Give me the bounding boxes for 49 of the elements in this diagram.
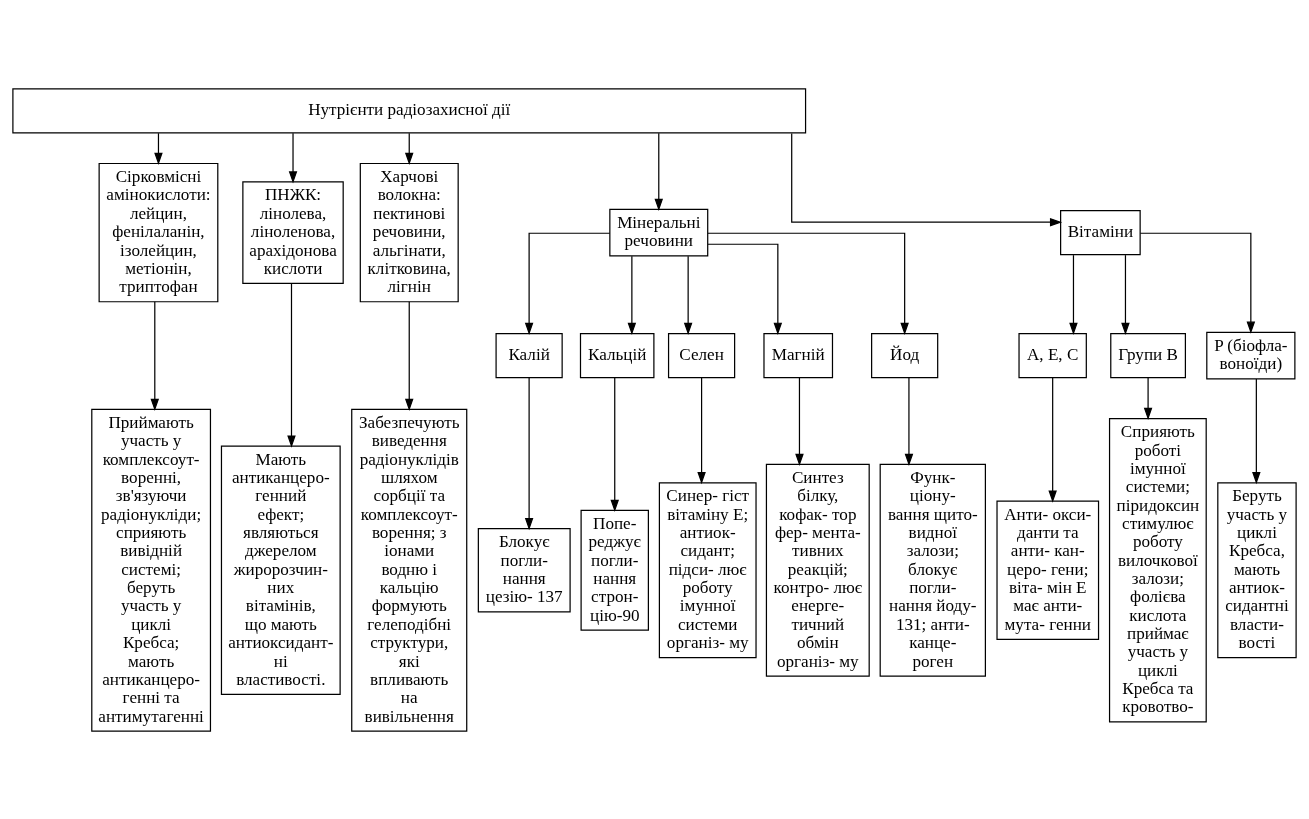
node-box: Функ- ціону- вання щито- видної залози; блокує погли- нання йоду- 131; анти- канце- роген xyxy=(879,463,986,677)
arrow xyxy=(1069,254,1078,335)
node-box: Анти- окси- данти та анти- кан- церо- гени; віта- мін Е має анти- мута- генни xyxy=(996,500,1100,640)
node-box: Приймають участь у комплексоут- воренні, зв'язуючи радіонукліди; сприяють вивідній системі; беруть участь у циклі Кребса; мають антиканцеро- генні та антимутагенні xyxy=(91,408,212,732)
node-box: Забезпечують виведення радіонуклідів шляхом сорбції та комплексоут- ворення; з іонами водню і кальцію формують гелеподібні структури, які впливають на вивільнення xyxy=(351,408,468,732)
arrow xyxy=(1121,254,1130,335)
node-box: ПНЖК: лінолева, ліноленова, арахідонова кислоти xyxy=(242,180,344,284)
arrow xyxy=(1143,376,1153,420)
arrow xyxy=(697,376,706,484)
node-box: Синтез білку, кофак- тор фер- мента- тивних реакцій; контро- лює енерге- тичний обмін організ- му xyxy=(765,463,870,677)
node-box: Сприяють роботі імунної системи; піридоксин стимулює роботу вилочкової залози; фолієва кислота приймає участь у циклі Кребса та кровотво- xyxy=(1108,417,1207,723)
node-box: Йод xyxy=(871,332,939,378)
node-box: Кальцій xyxy=(579,332,655,378)
arrow xyxy=(150,300,160,411)
node-box: Мають антиканцеро- генний ефект; являються джерелом жиророзчин- них вітамінів, що мають антиоксидант- ні властивості. xyxy=(220,444,341,695)
arrow xyxy=(707,232,909,335)
node-box: Блокує погли- нання цезію- 137 xyxy=(477,527,571,612)
arrow xyxy=(154,132,163,165)
arrow xyxy=(791,132,1063,226)
arrow xyxy=(707,243,783,335)
arrow xyxy=(524,232,611,335)
arrow xyxy=(287,282,296,448)
arrow xyxy=(404,300,414,411)
arrow xyxy=(683,255,693,335)
node-box: Синер- гіст вітаміну Е; антиок- сидант; підси- лює роботу імунної системи організ- му xyxy=(658,481,757,658)
arrow xyxy=(627,255,637,335)
node-box: Нутрієнти радіозахисної дії xyxy=(12,87,807,134)
node-box: Харчові волокна: пектинові речовини, альгінати, клітковина, лігнін xyxy=(359,162,459,302)
arrow xyxy=(654,132,664,211)
node-box: Калій xyxy=(495,332,563,378)
node-box: Мінеральні речовини xyxy=(609,208,709,256)
arrow xyxy=(288,132,298,183)
arrow xyxy=(1252,377,1261,484)
node-box: Сірковмісні амінокислоти: лейцин, фенілаланін, ізолейцин, метіонін, триптофан xyxy=(98,162,219,302)
arrow xyxy=(1139,232,1256,334)
node-box: Попе- реджує погли- нання строн- цію-90 xyxy=(580,509,649,631)
arrow xyxy=(904,376,914,466)
node-box: A, E, C xyxy=(1018,332,1087,378)
arrow xyxy=(404,132,414,165)
node-box: Беруть участь у циклі Кребса, мають антиок- сидантні власти- вості xyxy=(1217,481,1297,658)
arrow xyxy=(524,376,534,530)
arrow xyxy=(795,376,804,466)
node-box: Магній xyxy=(763,332,834,378)
arrow xyxy=(1048,376,1057,503)
arrow xyxy=(610,376,620,512)
node-box: Групи В xyxy=(1110,332,1186,378)
node-box: Селен xyxy=(667,332,736,378)
node-box: P (біофла- воноїди) xyxy=(1206,331,1296,379)
node-box: Вітаміни xyxy=(1060,209,1141,255)
